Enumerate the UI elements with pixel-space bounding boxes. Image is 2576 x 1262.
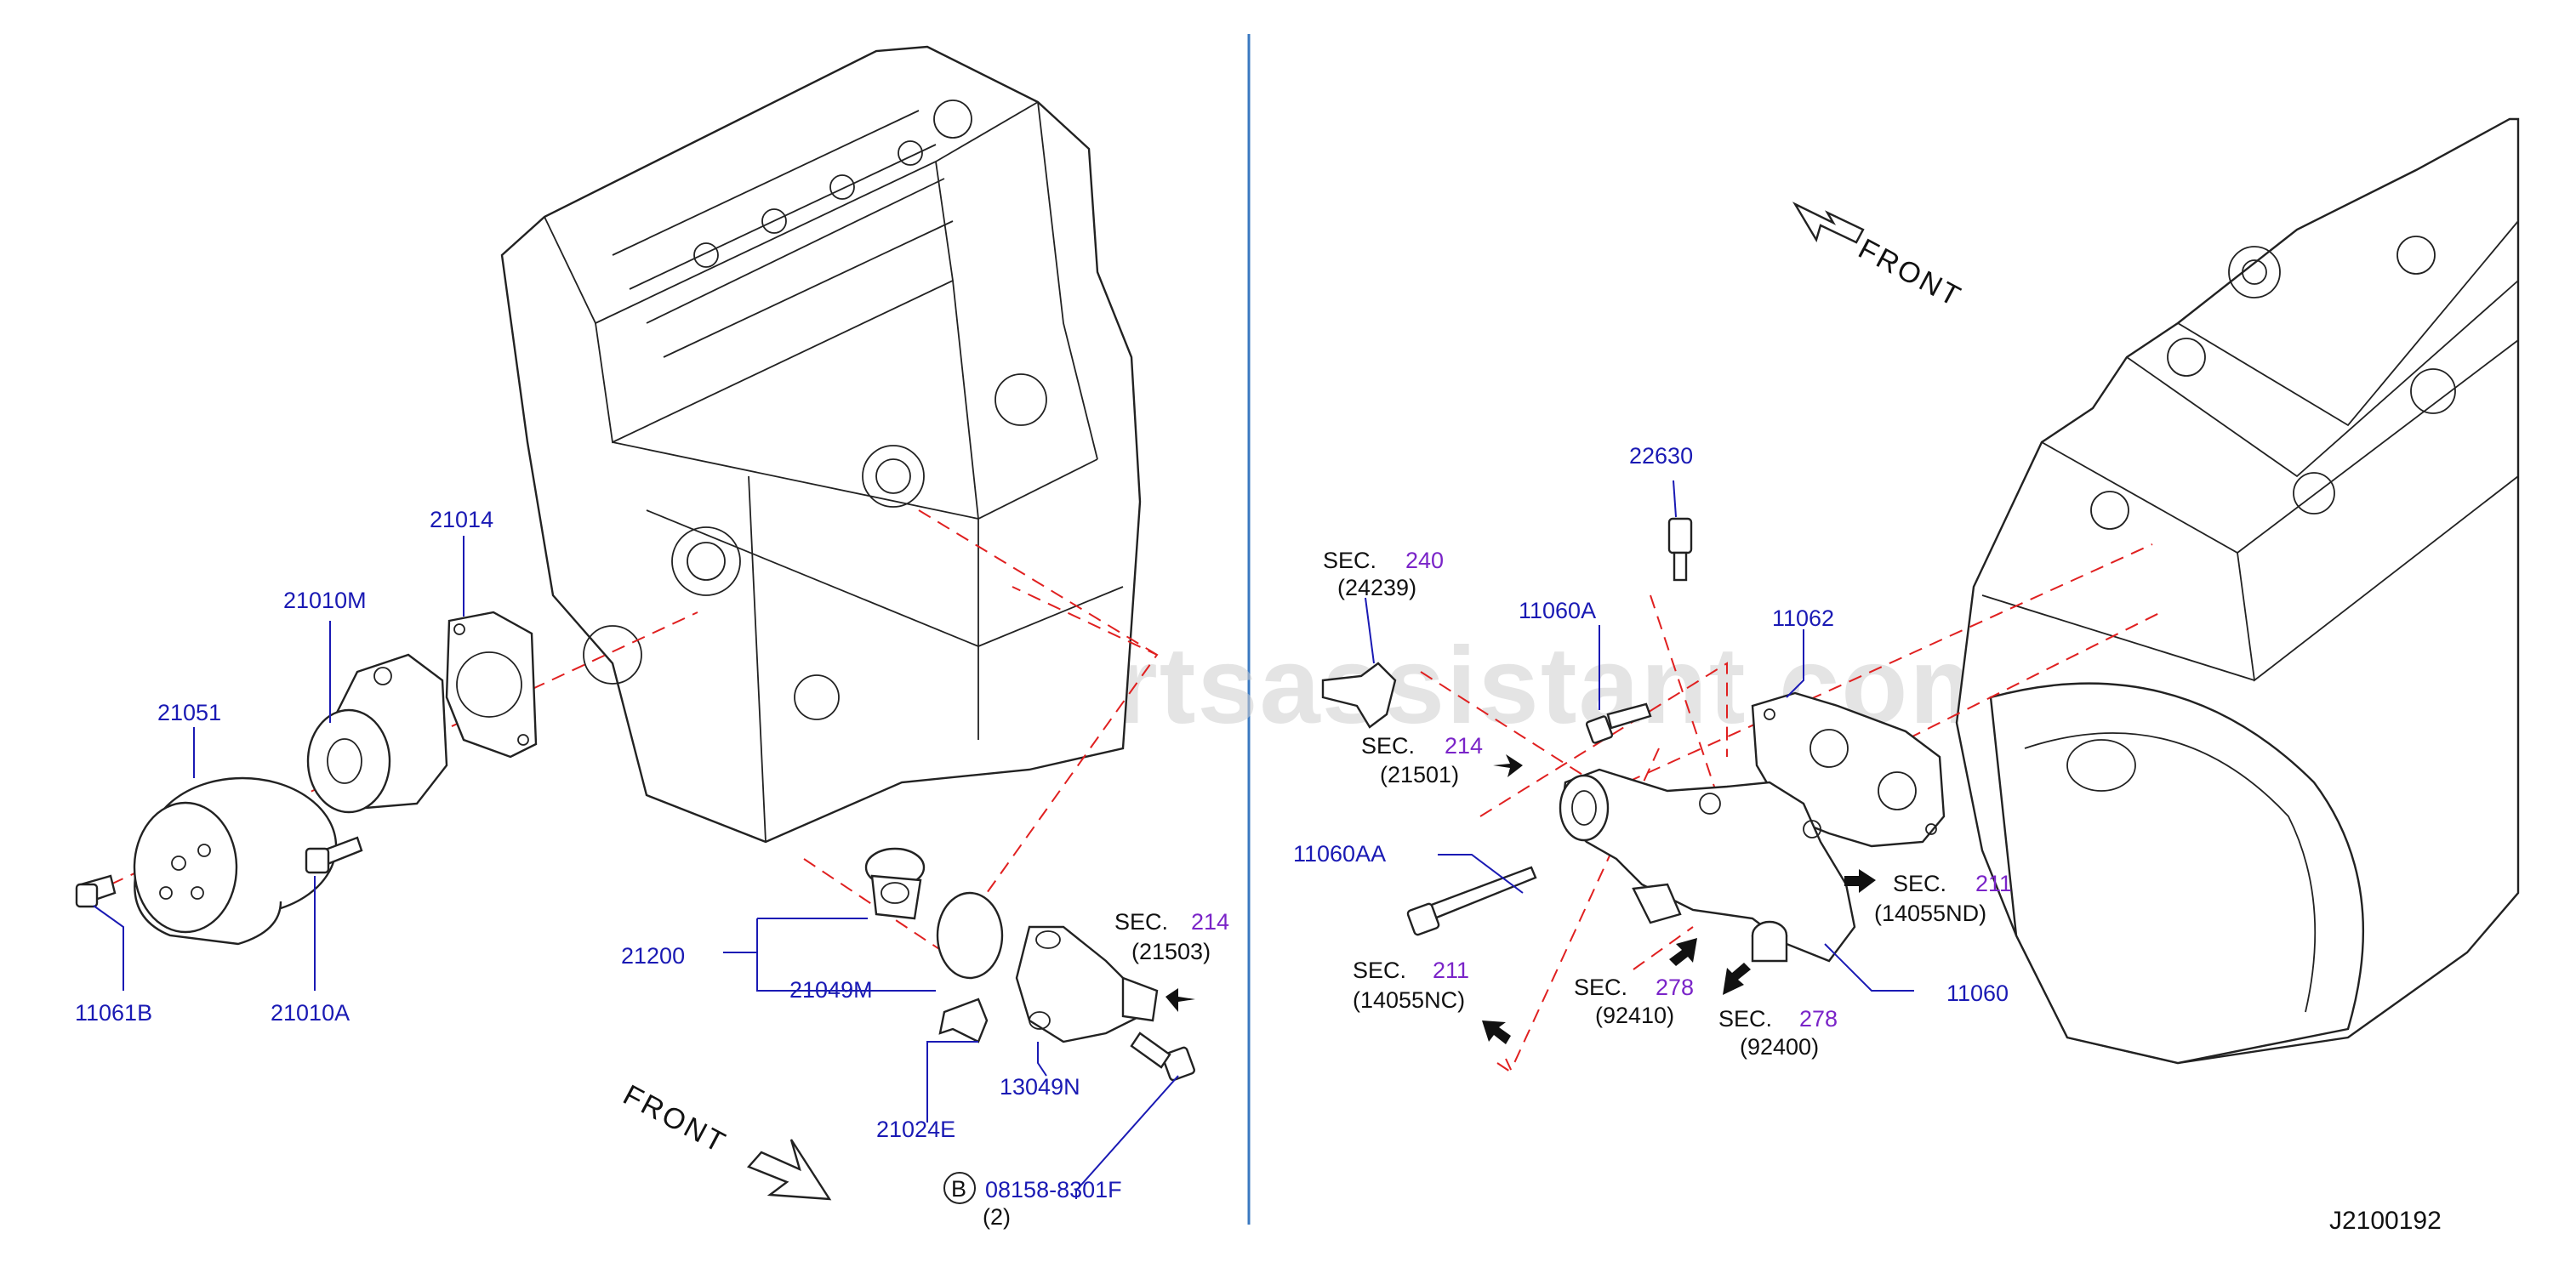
o-ring-21049M [936, 891, 1004, 980]
bracket-24239 [1321, 662, 1397, 729]
sec-ref-24239: (24239) [1337, 575, 1416, 600]
label-11060AA: 11060AA [1293, 841, 1386, 867]
sec-ref-21503: (21503) [1131, 939, 1211, 964]
gasket-21014 [445, 611, 538, 759]
label-11060: 11060 [1946, 981, 2009, 1006]
svg-text:FRONT: FRONT [1853, 233, 1967, 315]
sec-label-240: SEC. [1323, 548, 1376, 573]
label-21014: 21014 [430, 507, 493, 532]
thermostat-21200 [864, 847, 926, 920]
sec-ref-14055NC: (14055NC) [1353, 987, 1465, 1013]
sec-label-211-nc: SEC. [1353, 958, 1406, 983]
front-indicator-left: FRONT [618, 1079, 832, 1201]
flow-arrow-sec214-left [1165, 988, 1195, 1012]
flow-arrow-sec214-right [1493, 754, 1523, 777]
assembly-leaders-left [110, 509, 1159, 954]
label-21049M: 21049M [789, 977, 873, 1003]
label-08158-qty: (2) [983, 1204, 1011, 1230]
sec-label-214-left: SEC. [1114, 909, 1168, 935]
label-11060A: 11060A [1519, 598, 1596, 623]
water-outlet-housing-11060 [1559, 768, 1856, 963]
bolt-21010A [305, 836, 363, 874]
engine-cam-cover-ribs-left [612, 110, 954, 358]
label-08158-8301F: 08158-8301F [985, 1177, 1122, 1202]
sec-ref-92410: (92410) [1595, 1003, 1674, 1028]
front-indicator-right: FRONT [1792, 202, 1968, 315]
label-21024E: 21024E [876, 1117, 955, 1142]
flow-arrow-sec211-nd [1844, 869, 1876, 893]
sec-label-278-a: SEC. [1574, 975, 1627, 1000]
label-13049N: 13049N [1000, 1074, 1080, 1100]
label-21010M: 21010M [283, 588, 367, 613]
flow-arrows-right [1482, 754, 1876, 1044]
flow-arrow-sec278-a [1669, 938, 1697, 966]
sec-number-211-nc: 211 [1433, 958, 1469, 983]
sec-number-211-nd: 211 [1975, 871, 2012, 896]
label-21010A: 21010A [271, 1000, 350, 1026]
sec-number-278-a: 278 [1656, 975, 1694, 1000]
bolt-11061B [75, 874, 117, 908]
pulley-21051 [133, 776, 338, 946]
sec-number-214-left: 214 [1191, 909, 1229, 935]
sec-number-214-right: 214 [1445, 733, 1483, 759]
svg-text:B: B [951, 1176, 966, 1202]
callout-leaders-left [93, 536, 1179, 1199]
temp-sensor-22630 [1667, 517, 1693, 582]
sec-ref-21501: (21501) [1380, 762, 1459, 787]
callout-leaders-right [1365, 480, 1914, 992]
engine-block-right [1955, 117, 2520, 1065]
flow-arrow-sec278-b [1723, 963, 1751, 995]
label-22630: 22630 [1629, 443, 1693, 469]
sec-number-240: 240 [1405, 548, 1444, 573]
bolt-08158-8301F [1130, 1032, 1195, 1082]
flow-arrow-sec211-nc [1482, 1020, 1511, 1044]
label-11061B: 11061B [75, 1000, 152, 1026]
sec-ref-92400: (92400) [1740, 1034, 1819, 1060]
sec-label-211-nd: SEC. [1893, 871, 1946, 896]
water-outlet-13049N [1015, 925, 1159, 1043]
label-21200: 21200 [621, 943, 685, 969]
svg-text:FRONT: FRONT [618, 1079, 732, 1161]
label-11062: 11062 [1772, 605, 1834, 631]
bolt-11060A [1585, 702, 1652, 744]
clip-21024E [938, 998, 989, 1043]
engine-bolt-heads-left [583, 99, 1047, 720]
sec-label-214-right: SEC. [1361, 733, 1415, 759]
diagram-id: J2100192 [2329, 1207, 2442, 1235]
badge-b: B [943, 1172, 976, 1204]
label-21051: 21051 [157, 700, 221, 725]
water-pump-21010M [306, 653, 448, 814]
engine-block-left [500, 45, 1142, 844]
sec-ref-14055ND: (14055ND) [1874, 901, 1986, 926]
sec-number-278-b: 278 [1799, 1006, 1838, 1032]
bolt-11060AA [1406, 866, 1537, 936]
sec-label-278-b: SEC. [1718, 1006, 1772, 1032]
